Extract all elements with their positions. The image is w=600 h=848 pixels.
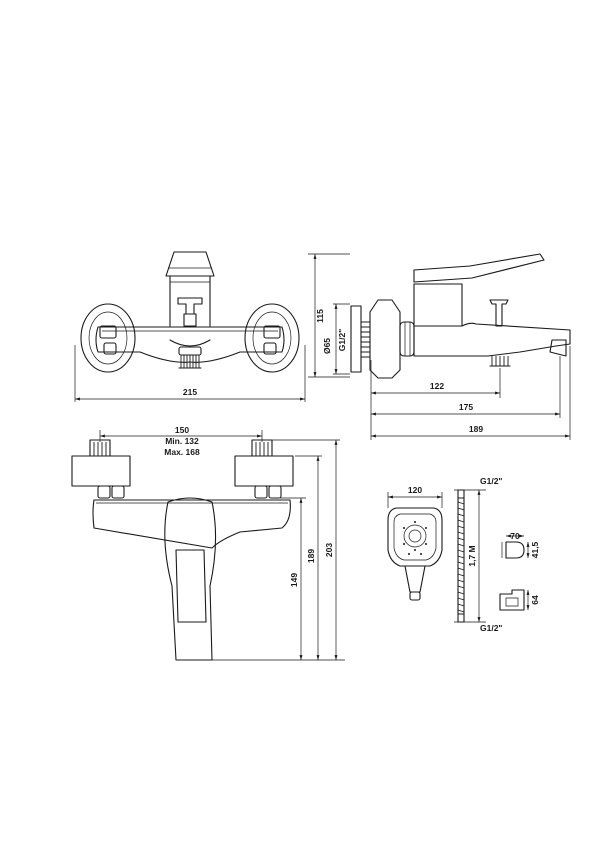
dim-150-label: 150 <box>175 425 189 435</box>
hose-thread-top-label: G1/2" <box>480 476 502 486</box>
left-wall-flange <box>80 303 136 373</box>
bottom-lever <box>164 497 217 661</box>
hand-shower-head <box>387 507 443 567</box>
front-view: 215 <box>74 251 306 402</box>
side-view: 115 Ø65 G1/2" 122 175 189 <box>308 253 571 440</box>
dim-120-label: 120 <box>408 485 422 495</box>
side-diverter <box>489 299 509 327</box>
dim-189b-label: 189 <box>306 549 316 563</box>
dim-hose-length-label: 1,7 M <box>467 545 477 566</box>
diverter-knob <box>177 297 203 315</box>
right-flange-top <box>234 455 294 487</box>
dim-64-label: 64 <box>530 595 540 605</box>
dim-175-label: 175 <box>459 402 473 412</box>
left-flange-top <box>71 455 131 487</box>
right-wall-flange <box>244 303 300 373</box>
dim-thread-label: G1/2" <box>337 329 347 351</box>
bottom-body <box>92 499 291 549</box>
dim-41-5-label: 41,5 <box>530 541 540 558</box>
side-body <box>369 299 401 379</box>
dim-min-label: Min. 132 <box>165 436 199 446</box>
wall-holder-front <box>505 541 525 559</box>
dim-203-label: 203 <box>324 543 334 557</box>
side-lever <box>413 253 545 283</box>
shower-set: 120 1,7 M G1/2" G1/2" 70 41,5 64 <box>387 476 540 633</box>
wall-holder-side <box>499 589 525 611</box>
dim-215-label: 215 <box>183 387 197 397</box>
hose-thread-bottom-label: G1/2" <box>480 623 502 633</box>
dim-115-label: 115 <box>315 309 325 323</box>
mixer-lever <box>165 251 215 277</box>
dim-189-label: 189 <box>469 424 483 434</box>
dim-diameter-label: Ø65 <box>322 338 332 354</box>
dim-149-label: 149 <box>289 573 299 587</box>
bottom-view: 150 Min. 132 Max. 168 149 189 203 <box>71 425 345 661</box>
shower-hose <box>457 501 465 613</box>
dim-122-label: 122 <box>430 381 444 391</box>
dim-max-label: Max. 168 <box>164 447 200 457</box>
hand-shower-handle <box>404 565 426 593</box>
dim-70-label: 70 <box>510 531 520 541</box>
